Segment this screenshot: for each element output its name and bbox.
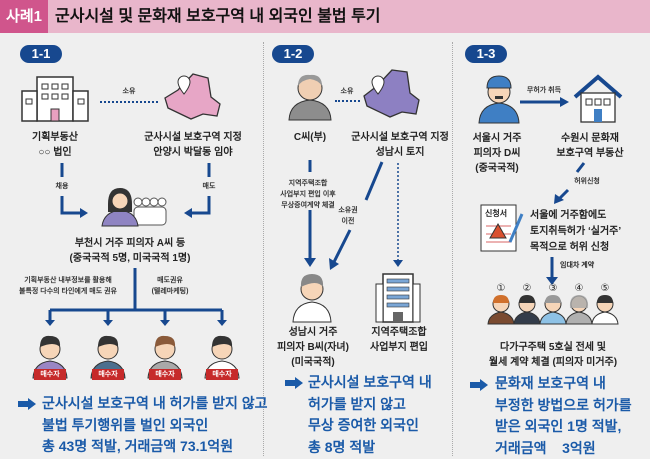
buyer: 매수자 <box>204 333 240 383</box>
company-name: 기획부동산○○ 법인 <box>32 132 78 158</box>
false-apply-label: 허위신청 <box>574 178 600 185</box>
tenants-row: ① ② ③ ④ ⑤ <box>487 283 619 329</box>
buyer: 매수자 <box>32 333 68 383</box>
land-map-icon <box>164 73 221 120</box>
ownership-label: 소유 <box>122 88 136 95</box>
summary-arrow-icon <box>285 377 303 389</box>
acquire-label: 무허가 취득 <box>526 87 562 94</box>
tenant: ④ <box>565 283 593 329</box>
ownership-label: 소유 <box>340 88 354 95</box>
tenant: ① <box>487 283 515 329</box>
case-badge-1-2: 1-2 <box>272 45 314 63</box>
method-right: 매도권유(텔레마케팅) <box>151 277 189 295</box>
lease-label: 임대차 계약 <box>560 262 595 269</box>
case-badge-1-1: 1-1 <box>20 45 62 63</box>
tenant: ② <box>513 283 541 329</box>
father-icon <box>288 74 332 121</box>
hire-label: 채용 <box>55 183 69 190</box>
suspect-d-icon <box>478 75 520 124</box>
sell-label: 매도 <box>202 183 216 190</box>
ownership-line <box>100 101 158 103</box>
building-icon <box>21 76 89 122</box>
house-icon <box>573 74 623 123</box>
suspect-b-icon <box>292 274 332 323</box>
tenant: ⑤ <box>591 283 619 329</box>
application-document-icon <box>480 204 524 252</box>
father-label: C씨(부) <box>293 132 327 143</box>
summary-arrow-icon <box>470 379 488 391</box>
divider <box>263 42 264 456</box>
case-tag: 사례1 <box>0 0 48 33</box>
case-badge-1-3: 1-3 <box>465 45 507 63</box>
tenant: ③ <box>539 283 567 329</box>
apartment-building-icon <box>375 273 421 323</box>
header-bar <box>0 0 650 33</box>
land-map-icon <box>363 69 420 118</box>
acquire-arrow <box>520 97 569 107</box>
buyer: 매수자 <box>90 333 126 383</box>
ownership-line <box>335 100 360 102</box>
document-label: 신청서 <box>485 209 508 218</box>
buyer: 매수자 <box>147 333 183 383</box>
summary-arrow-icon <box>18 398 36 410</box>
divider <box>452 42 453 456</box>
page-title: 군사시설 및 문화재 보호구역 내 외국인 불법 투기 <box>55 8 381 25</box>
suspect-group-icon <box>101 188 167 227</box>
suspect-a: 부천시 거주 피의자 A씨 등(중국국적 5명, 미국국적 1명) <box>69 238 191 264</box>
